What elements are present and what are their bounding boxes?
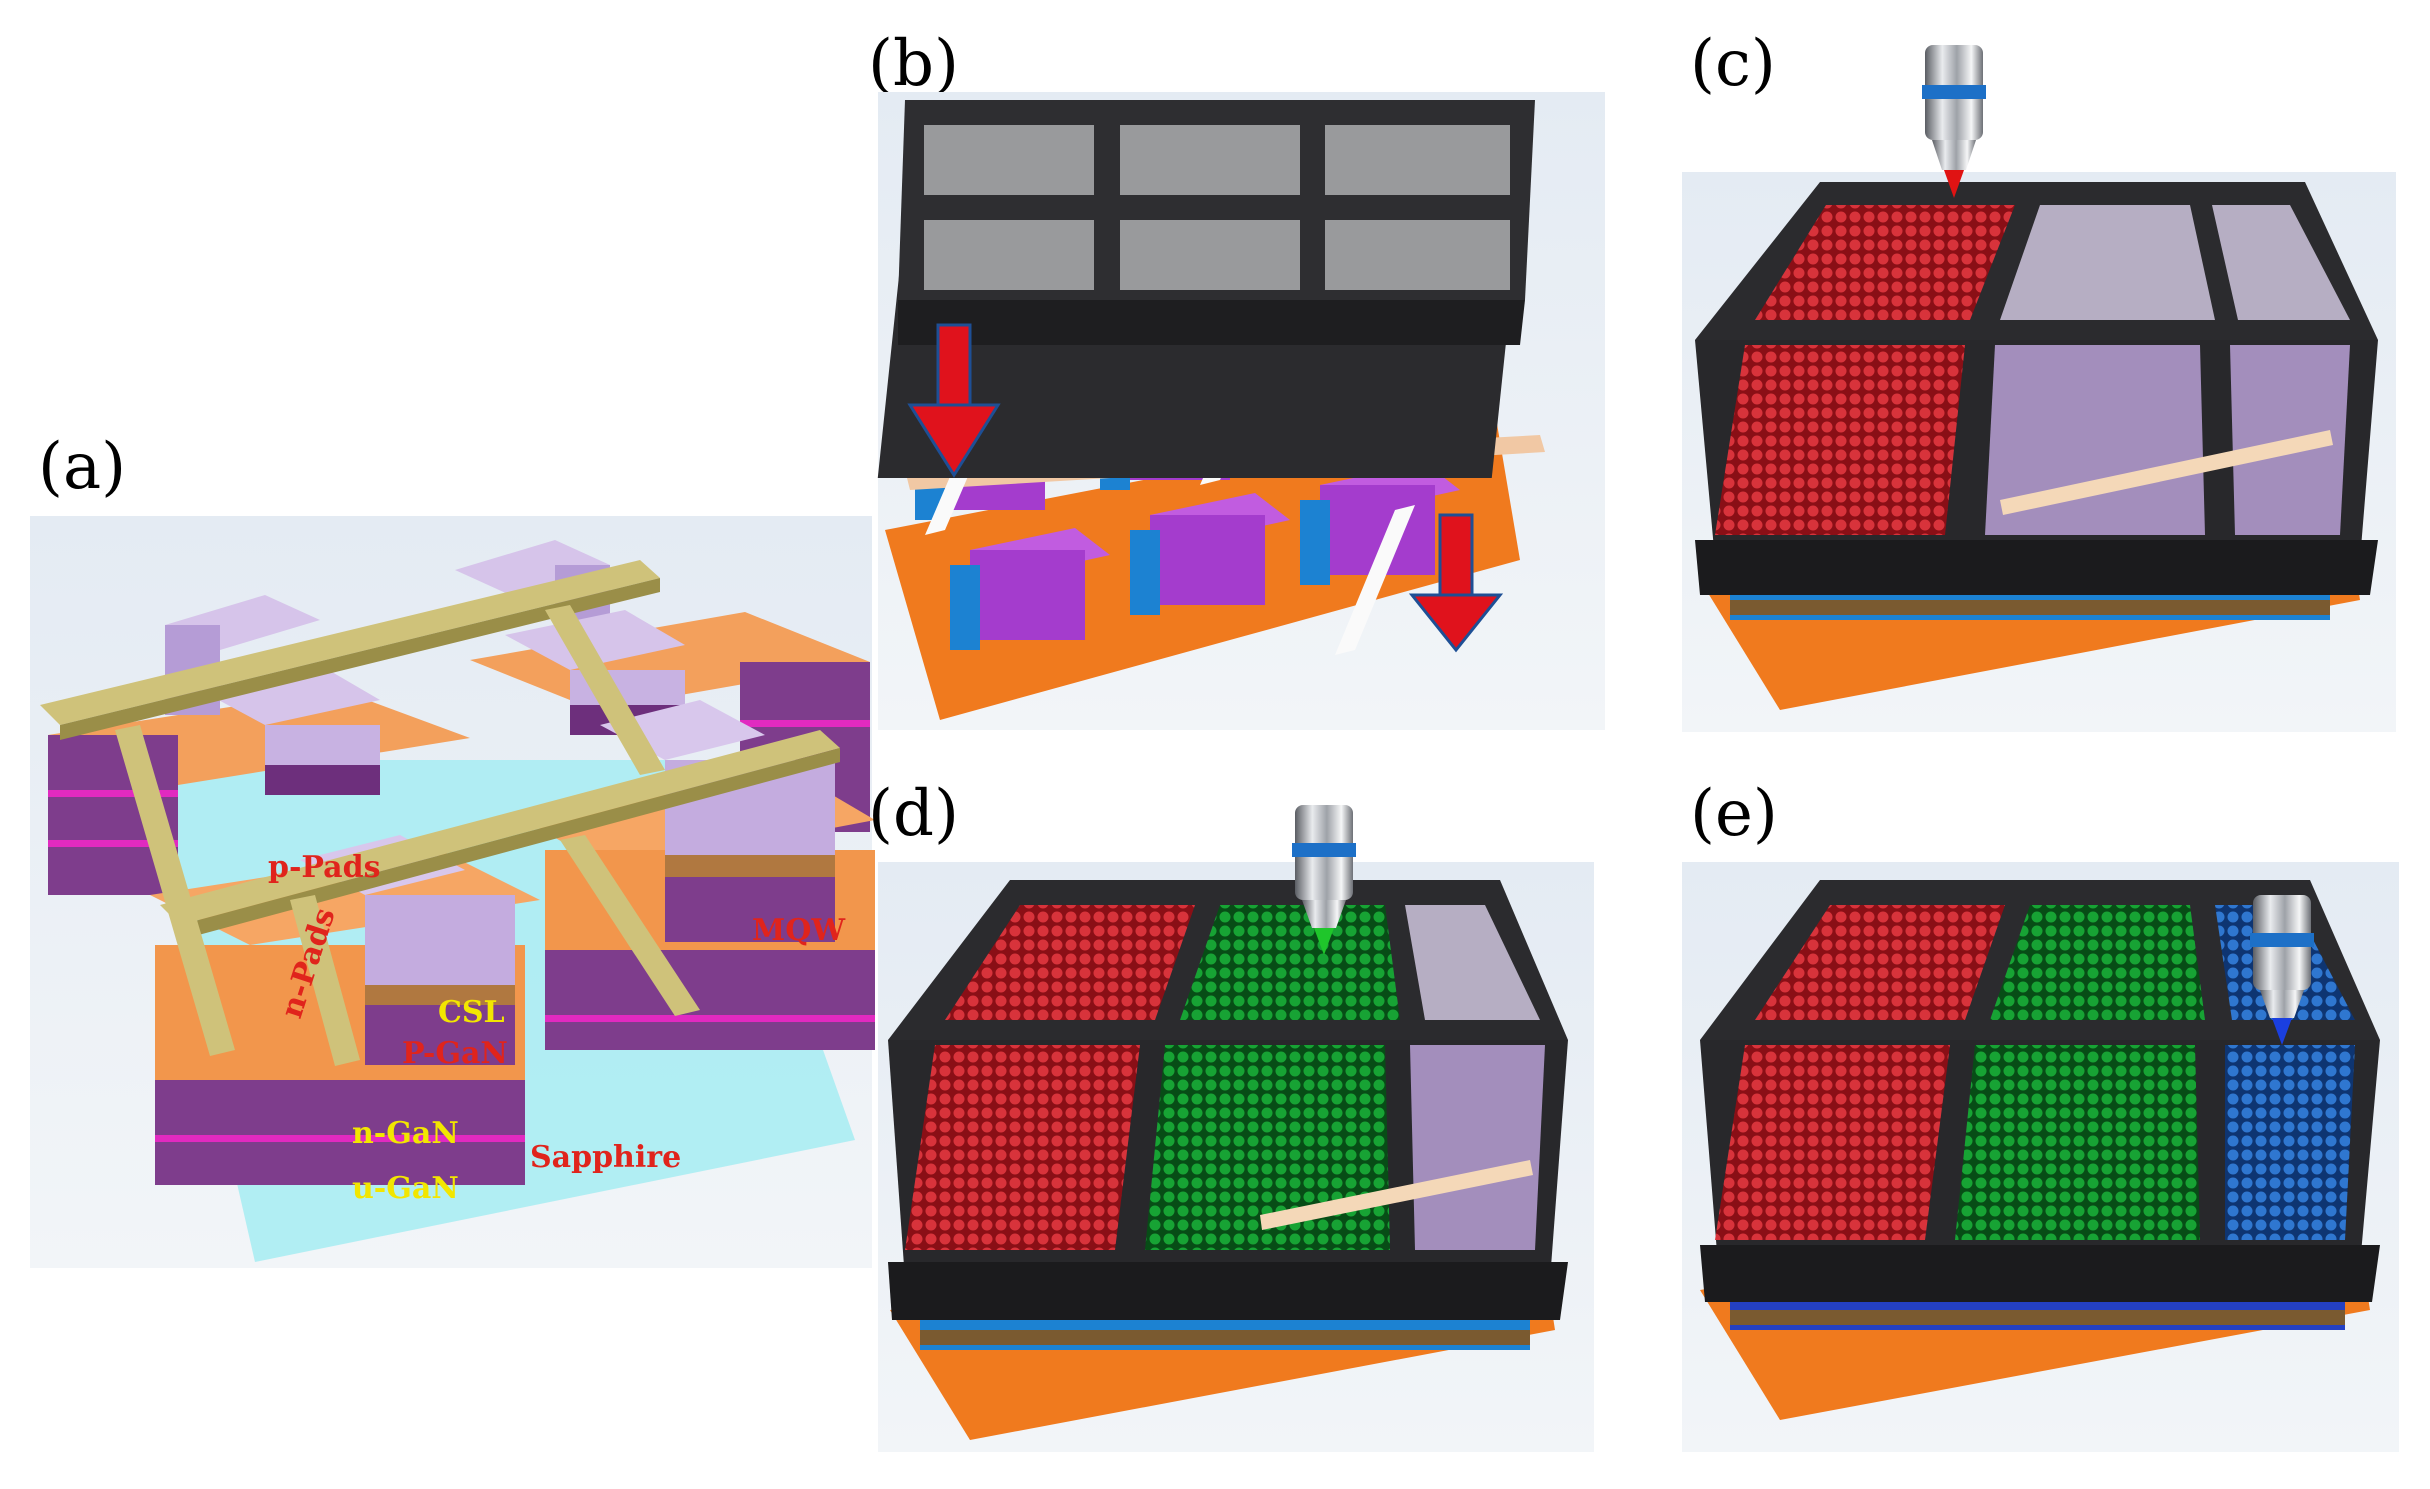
- red-qd-cell: [1715, 345, 1965, 535]
- shadow-mask-frame: [1700, 880, 2380, 1302]
- green-qd-cell: [1955, 1045, 2200, 1240]
- shadow-mask-frame: [1695, 182, 2378, 595]
- panel-label-a: (a): [38, 430, 126, 504]
- inkjet-nozzle-icon: [1292, 805, 1356, 955]
- label-mqw: MQW: [752, 913, 846, 948]
- panel-e: (e): [1682, 777, 2399, 1452]
- panel-d: (d): [868, 777, 1594, 1452]
- shadow-mask-frame: [877, 100, 1535, 478]
- panel-b: (b): [868, 27, 1605, 730]
- interconnect-bars: [40, 560, 840, 1066]
- inkjet-nozzle-icon: [1922, 45, 1986, 198]
- label-p-pads: p-Pads: [268, 850, 381, 885]
- red-qd-cell: [1755, 905, 2005, 1020]
- red-qd-cell: [945, 905, 1195, 1020]
- down-arrow-icon: [1408, 513, 1504, 653]
- green-qd-cell: [1145, 1045, 1390, 1250]
- blue-qd-cell: [2225, 1045, 2355, 1240]
- green-qd-cell: [1990, 905, 2205, 1020]
- panel-label-e: (e): [1690, 777, 1778, 851]
- label-p-gan: P-GaN: [402, 1036, 508, 1071]
- label-csl: CSL: [438, 995, 505, 1030]
- green-qd-cell: [1180, 905, 1400, 1020]
- label-u-gan: u-GaN: [352, 1171, 459, 1206]
- red-qd-cell: [1715, 1045, 1950, 1240]
- label-n-gan: n-GaN: [352, 1116, 459, 1151]
- panel-a: (a): [30, 430, 875, 1268]
- panel-label-d: (d): [868, 777, 959, 851]
- red-qd-cell: [905, 1045, 1140, 1250]
- label-sapphire: Sapphire: [530, 1140, 681, 1175]
- panel-c: (c): [1682, 27, 2396, 732]
- panel-label-b: (b): [868, 27, 959, 101]
- red-qd-cell: [1755, 205, 2015, 320]
- shadow-mask-frame: [888, 880, 1568, 1320]
- down-arrow-icon: [907, 323, 1001, 478]
- inkjet-nozzle-icon: [2250, 895, 2314, 1045]
- panel-label-c: (c): [1690, 27, 1776, 101]
